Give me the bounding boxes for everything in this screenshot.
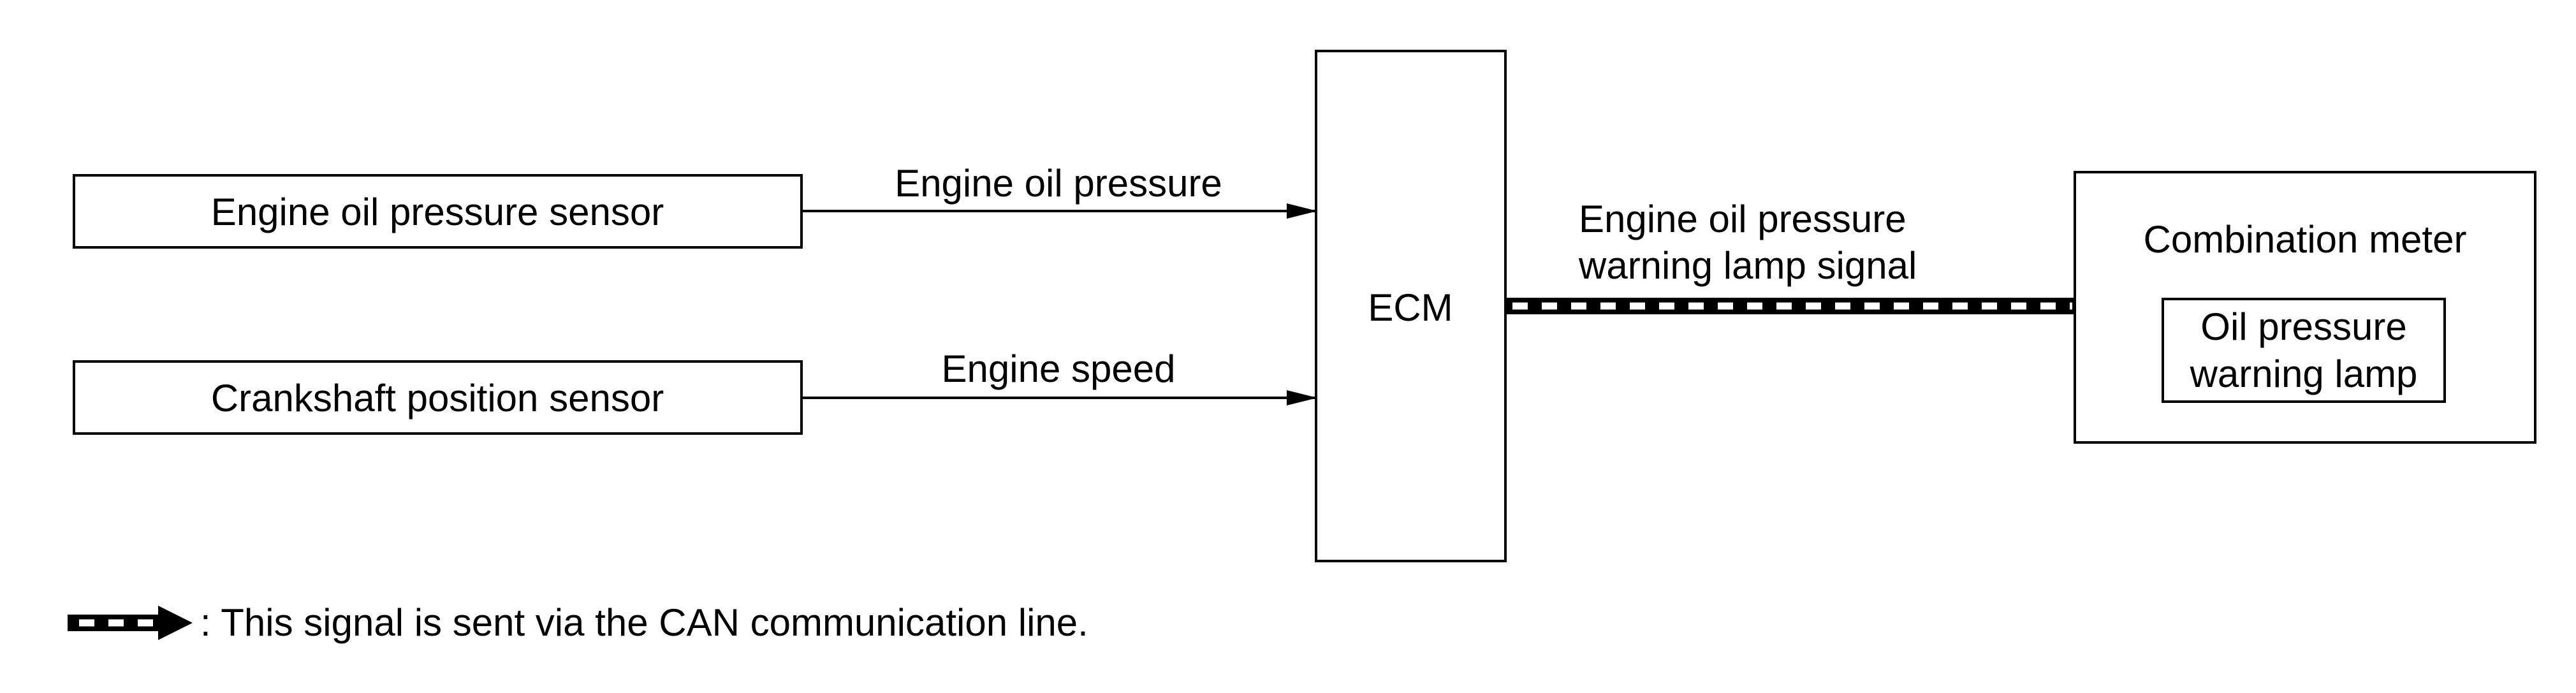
legend-text: : This signal is sent via the CAN commun… — [200, 601, 1088, 644]
ecm-box — [1315, 50, 1507, 562]
warning-lamp-signal-label-line1: Engine oil pressure — [1579, 198, 1906, 240]
oil-pressure-warning-lamp-label-line1: Oil pressure — [2200, 305, 2406, 348]
combination-meter-block: Combination meter Oil pressure warning l… — [2074, 171, 2536, 444]
crankshaft-position-sensor-label: Crankshaft position sensor — [211, 377, 664, 419]
crankshaft-position-sensor-box — [73, 360, 803, 435]
ecm-block: ECM — [1315, 50, 1507, 562]
oil-pressure-warning-lamp-box — [2162, 298, 2446, 403]
legend: : This signal is sent via the CAN commun… — [68, 601, 1088, 644]
combination-meter-label: Combination meter — [2144, 218, 2467, 261]
ecm-label: ECM — [1368, 286, 1453, 329]
warning-lamp-signal: Engine oil pressure warning lamp signal — [1505, 198, 2116, 324]
crankshaft-position-sensor-block: Crankshaft position sensor — [73, 360, 803, 435]
warning-lamp-signal-label-line2: warning lamp signal — [1578, 244, 1917, 287]
oil-pressure-warning-lamp-label-line2: warning lamp — [2190, 353, 2418, 395]
oil-pressure-signal: Engine oil pressure — [801, 162, 1317, 219]
engine-oil-pressure-sensor-label: Engine oil pressure sensor — [211, 191, 664, 233]
engine-speed-signal-label: Engine speed — [942, 347, 1176, 390]
oil-pressure-signal-label: Engine oil pressure — [895, 162, 1222, 205]
engine-oil-pressure-sensor-block: Engine oil pressure sensor — [73, 174, 803, 249]
engine-speed-signal: Engine speed — [801, 347, 1317, 405]
legend-can-line-arrowhead — [158, 606, 193, 640]
engine-oil-pressure-sensor-box — [73, 174, 803, 249]
